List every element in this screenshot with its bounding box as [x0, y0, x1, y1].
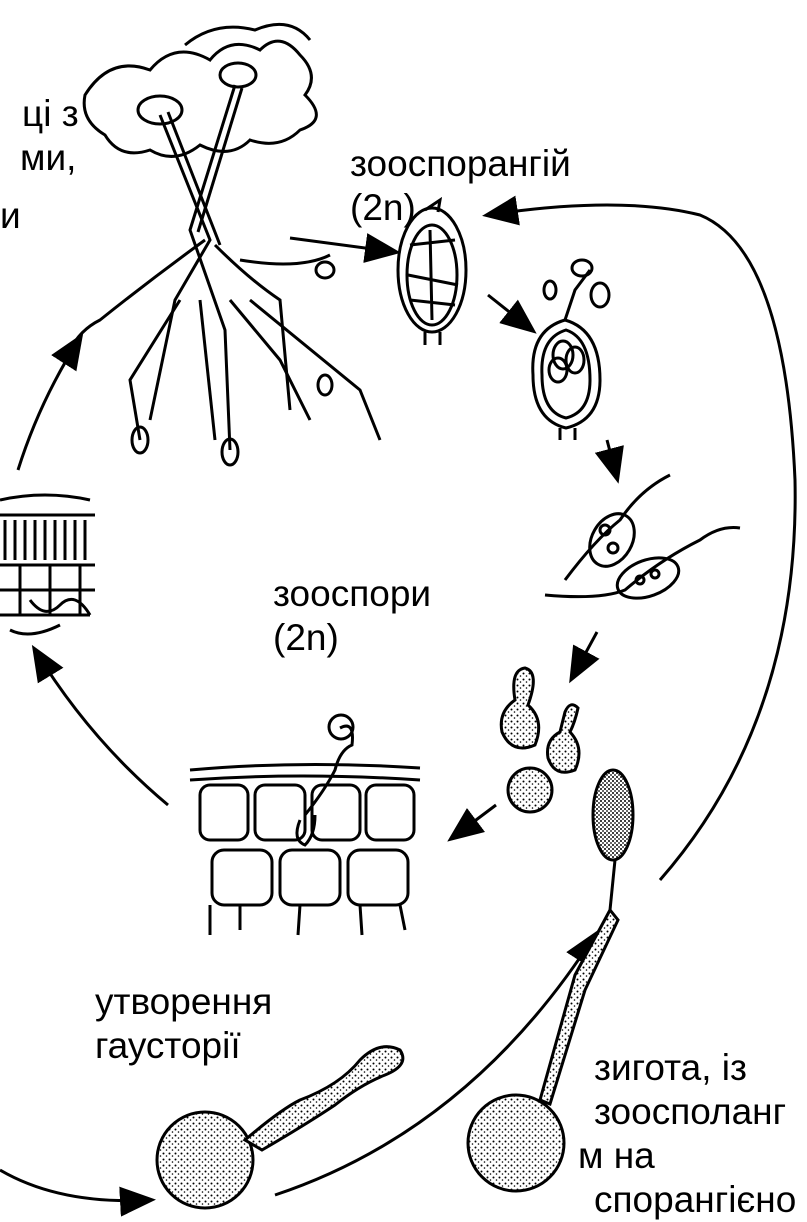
label-zoospores-ploidy: (2n) [273, 616, 431, 660]
label-haustorium-line-1: утворення [95, 980, 272, 1024]
label-top-left-line-3: и [0, 194, 79, 238]
label-top-left: ці з ми, и [0, 92, 79, 238]
label-zoospores-line-1: зооспори [273, 572, 431, 616]
label-zygote-line-2: зоосполанг [594, 1090, 796, 1134]
label-haustorium-line-2: гаусторії [95, 1024, 272, 1068]
releasing-sporangium-drawing [533, 260, 609, 440]
label-zoosporangium-ploidy: (2n) [350, 186, 571, 230]
haustorium-drawing [190, 715, 420, 935]
label-zoospores: зооспори (2n) [273, 572, 431, 660]
label-zygote-line-4: спорангієно [594, 1178, 796, 1222]
label-zygote-line-3: м на [578, 1134, 796, 1178]
label-top-left-line-1: ці з [0, 92, 79, 136]
label-haustorium: утворення гаусторії [95, 980, 272, 1068]
label-zoosporangium-line-1: зооспорангій [350, 142, 571, 186]
label-zoosporangium: зооспорангій (2n) [350, 142, 571, 230]
label-top-left-line-2: ми, [0, 136, 79, 180]
label-zygote: зигота, із зоосполанг м на спорангієно [594, 1046, 796, 1222]
cysts-drawing [501, 668, 579, 812]
label-zygote-line-1: зигота, із [594, 1046, 796, 1090]
infected-tissue-drawing [0, 495, 95, 634]
zoospores-drawing [545, 475, 740, 606]
zygote-germinating-drawing [157, 1047, 403, 1208]
